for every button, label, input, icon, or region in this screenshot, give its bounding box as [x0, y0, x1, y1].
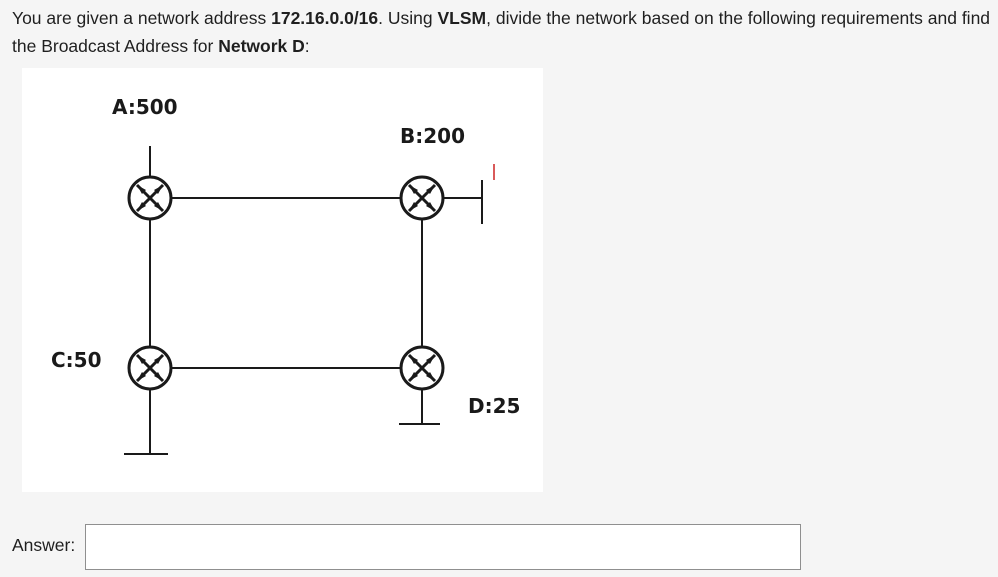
router-icon [127, 175, 173, 221]
question-part: : [304, 36, 310, 56]
question-part: You are given a network address [12, 8, 272, 28]
question-text: You are given a network address 172.16.0… [12, 4, 996, 60]
question-part: , divide the network based on the follow… [12, 8, 991, 56]
answer-label: Answer: [12, 535, 76, 555]
network-a-label: A:500 [112, 95, 178, 119]
network-b-label: B:200 [400, 124, 465, 148]
router-icon [399, 175, 445, 221]
network-c-label: C:50 [51, 348, 102, 372]
question-part: . Using [378, 8, 438, 28]
router-icon [399, 345, 445, 391]
network-diagram-svg: A:500 B:200 C:50 D:25 [51, 95, 520, 455]
network-diagram: A:500 B:200 C:50 D:25 [22, 68, 543, 492]
target-network: Network D [218, 36, 305, 56]
network-address: 172.16.0.0/16 [271, 8, 379, 28]
answer-input[interactable] [85, 524, 801, 570]
router-icon [127, 345, 173, 391]
network-d-label: D:25 [468, 394, 520, 418]
method-name: VLSM [437, 8, 487, 28]
